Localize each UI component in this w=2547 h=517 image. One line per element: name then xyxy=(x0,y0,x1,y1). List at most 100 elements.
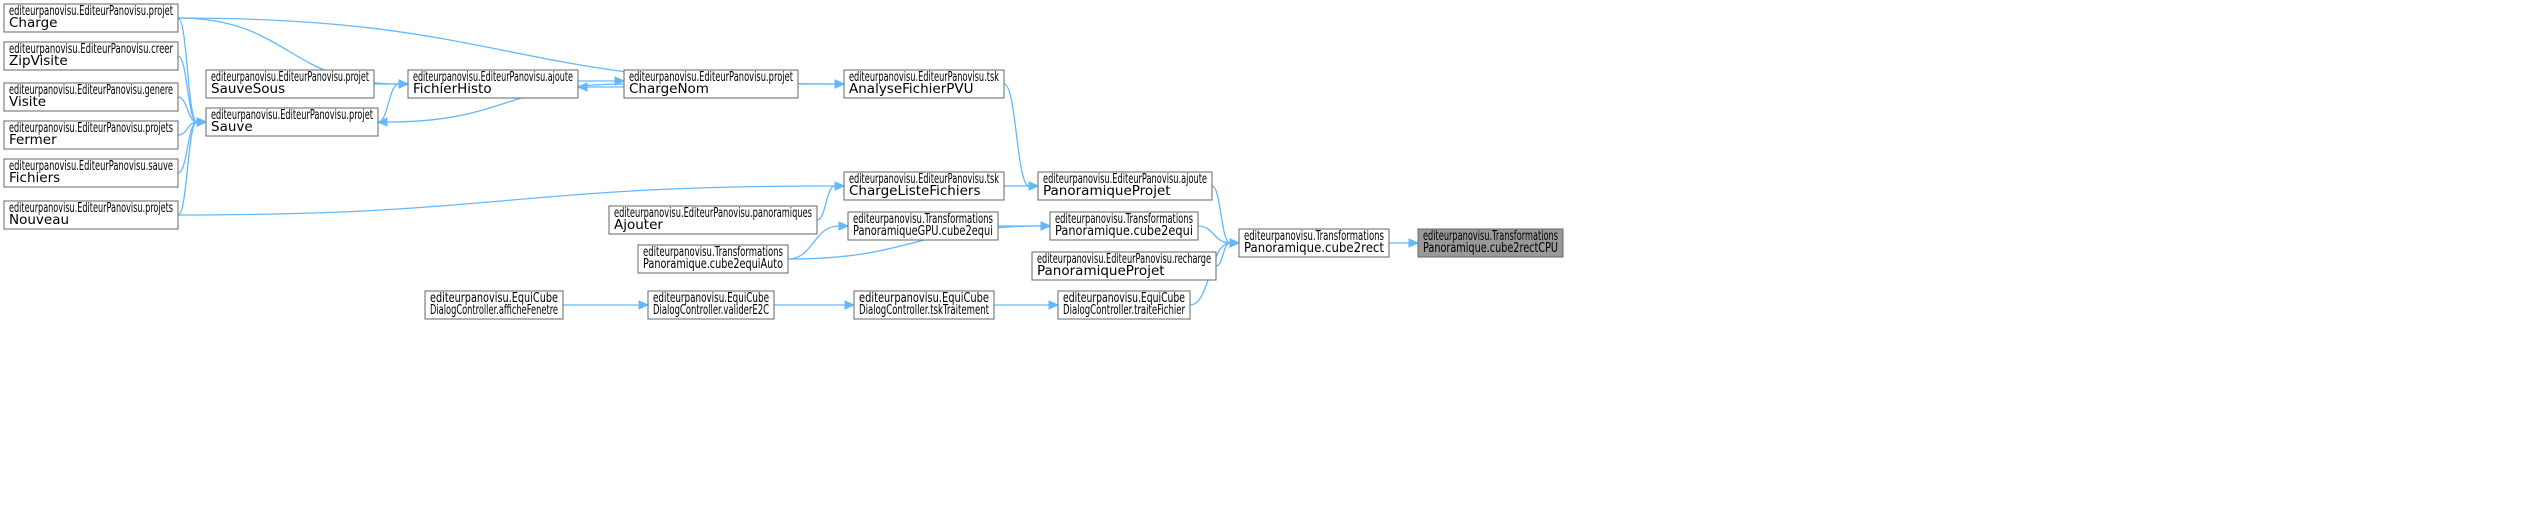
node-label-line: DialogController.validerE2C xyxy=(653,302,769,318)
node-label-line: AnalyseFichierPVU xyxy=(849,81,974,97)
edges-layer xyxy=(177,17,1420,310)
node-box xyxy=(853,290,995,320)
node-box xyxy=(3,158,179,188)
node-label-line: editeurpanovisu.EquiCube xyxy=(653,290,769,306)
node-box xyxy=(1417,228,1564,258)
node-box xyxy=(3,3,179,33)
node-label-line: editeurpanovisu.EditeurPanovisu.projet xyxy=(211,69,369,85)
node-box xyxy=(3,82,179,112)
edge-line xyxy=(177,96,198,123)
node-label-line: FichierHisto xyxy=(413,81,492,97)
node-label-line: Visite xyxy=(9,94,46,110)
arrowhead-icon xyxy=(838,221,850,231)
edge-line xyxy=(177,17,198,123)
node-label-line: editeurpanovisu.EquiCube xyxy=(859,290,989,306)
node-label-line: editeurpanovisu.EditeurPanovisu.ajoute xyxy=(1043,171,1207,187)
node-panoramiquesAjouter[interactable]: editeurpanovisu.EditeurPanovisu.panorami… xyxy=(608,205,818,235)
node-label-line: ChargeNom xyxy=(629,81,709,97)
arrowhead-icon xyxy=(1048,300,1060,310)
arrowhead-icon xyxy=(196,117,208,127)
node-box xyxy=(407,69,579,99)
edge-line xyxy=(177,55,198,123)
node-label-line: DialogController.traiteFichier xyxy=(1063,302,1185,318)
node-box xyxy=(3,200,179,230)
node-label-line: editeurpanovisu.EditeurPanovisu.projets xyxy=(9,120,173,136)
arrowhead-icon xyxy=(834,79,846,89)
node-rechargePanoramiqueProjet[interactable]: editeurpanovisu.EditeurPanovisu.recharge… xyxy=(1031,251,1217,281)
arrowhead-icon xyxy=(844,300,856,310)
edge-line xyxy=(177,185,836,216)
edge-line xyxy=(787,225,840,260)
node-box xyxy=(424,290,564,320)
arrowhead-icon xyxy=(1040,221,1052,231)
node-label-line: editeurpanovisu.EditeurPanovisu.genere xyxy=(9,82,173,98)
edge-projetSauveSous-to-ajouteFichierHisto xyxy=(374,79,410,89)
node-label-line: editeurpanovisu.EditeurPanovisu.projet xyxy=(629,69,793,85)
arrowhead-icon xyxy=(398,79,410,89)
node-box xyxy=(205,69,375,99)
edge-validerE2C-to-tskTraitement xyxy=(774,300,856,310)
node-label-line: editeurpanovisu.EditeurPanovisu.projet xyxy=(9,3,173,19)
node-label-line: editeurpanovisu.EditeurPanovisu.panorami… xyxy=(614,205,812,221)
node-label-line: editeurpanovisu.EditeurPanovisu.tsk xyxy=(849,69,999,85)
edge-line xyxy=(1197,225,1231,244)
edge-projetCharge-to-projetSauve xyxy=(177,17,208,127)
node-label-line: Panoramique.cube2equiAuto xyxy=(643,256,783,272)
node-box xyxy=(1049,211,1199,241)
node-box xyxy=(3,41,179,71)
node-label-line: ChargeListeFichiers xyxy=(849,183,981,199)
edge-projetChargeNom-to-tskAnalyseFichierPVU xyxy=(798,79,846,89)
arrowhead-icon xyxy=(614,76,626,86)
node-label-line: PanoramiqueProjet xyxy=(1037,263,1165,279)
edge-creerZipVisite-to-projetSauve xyxy=(177,55,208,127)
edge-cube2rect-to-cube2rectCPU xyxy=(1389,238,1420,248)
edge-line xyxy=(816,185,836,221)
node-label-line: Panoramique.cube2equi xyxy=(1055,223,1193,239)
edge-cube2equiAuto-to-gpuCube2equi xyxy=(787,221,850,260)
node-box xyxy=(637,244,789,274)
node-label-line: Panoramique.cube2rect xyxy=(1244,240,1384,256)
node-box xyxy=(647,290,775,320)
node-label-line: ZipVisite xyxy=(9,53,68,69)
node-label-line: editeurpanovisu.EditeurPanovisu.projets xyxy=(9,200,173,216)
arrowhead-icon xyxy=(576,82,588,92)
node-label-line: editeurpanovisu.EditeurPanovisu.ajoute xyxy=(413,69,573,85)
edge-projetChargeNom-to-projetSauve xyxy=(376,83,625,127)
arrowhead-icon xyxy=(1028,181,1040,191)
node-label-line: PanoramiqueProjet xyxy=(1043,183,1171,199)
